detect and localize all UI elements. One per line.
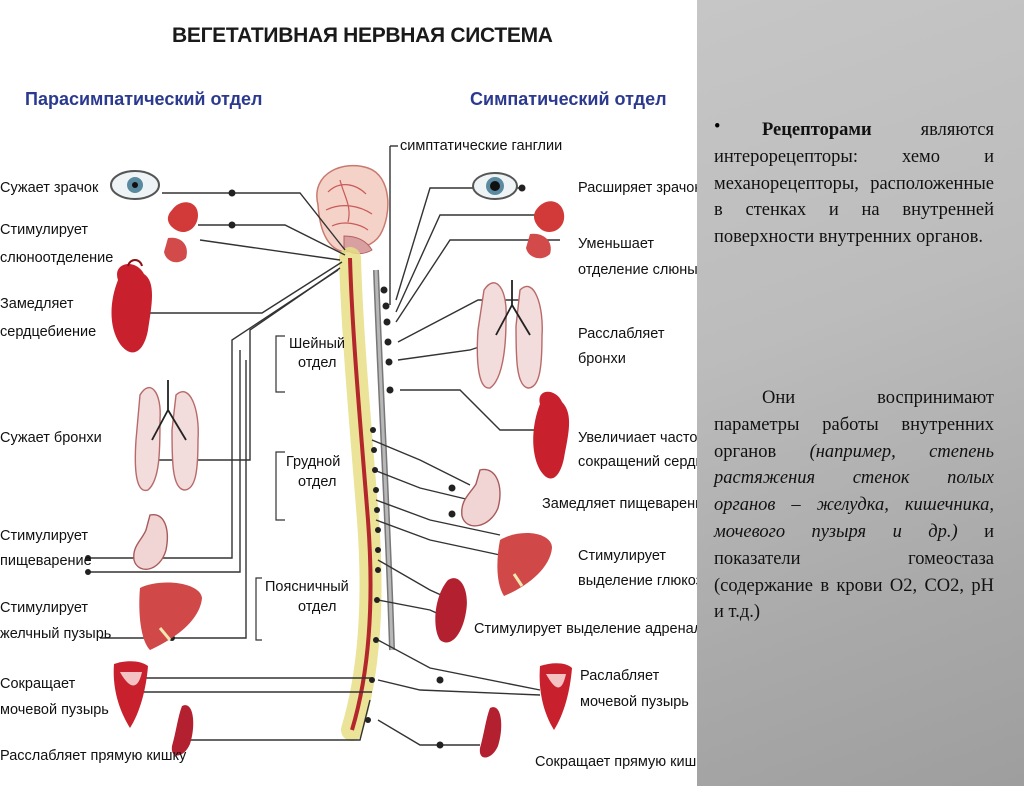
parasympathetic-header: Парасимпатический отдел: [25, 89, 262, 109]
left-liver-icon: [139, 582, 202, 650]
svg-text:Уменьшает: Уменьшает: [578, 236, 654, 252]
left-label-rectum: Расслабляет прямую кишку: [0, 748, 187, 764]
left-eye-icon: [110, 170, 160, 200]
thoracic-label-2: отдел: [298, 474, 336, 490]
right-lungs-icon: [476, 280, 543, 389]
right-label-digestion: Замедляет пищеварение: [542, 496, 697, 512]
sympathetic-labels: Расширяет зрачок Уменьшает отделение слю…: [474, 180, 697, 770]
left-label-salivation-2: слюноотделение: [0, 250, 113, 266]
thoracic-label-1: Грудной: [286, 454, 340, 470]
left-heart-icon: [111, 259, 152, 353]
paragraph-perception: Они воспринимают параметры работы внутре…: [714, 385, 994, 626]
left-lungs-icon: [134, 380, 199, 492]
left-label-gallbladder-2: желчный пузырь: [0, 626, 111, 642]
right-label-saliva-1: Уменьшает: [578, 236, 654, 252]
right-rectum-icon: [479, 707, 502, 758]
perception-start: Они воспринимают параметры работы внутре…: [714, 388, 994, 462]
receptors-term: Рецепторами: [762, 120, 872, 140]
svg-text:Расширяет зрачок: Расширяет зрачок: [578, 180, 697, 196]
perception-end: и показатели гомеостаза (содержание в кр…: [714, 521, 994, 623]
perception-example: (например, степень растяжения стенок пол…: [714, 441, 995, 542]
diagram-title: ВЕГЕТАТИВНАЯ НЕРВНАЯ СИСТЕМА: [172, 24, 553, 47]
right-label-glucose-1: Стимулирует: [578, 548, 666, 564]
right-label-rectum: Сокращает прямую кишку: [535, 754, 697, 770]
right-label-pupil: Расширяет зрачок: [578, 180, 697, 196]
autonomic-nervous-system-diagram: ВЕГЕТАТИВНАЯ НЕРВНАЯ СИСТЕМА Парасимпати…: [0, 0, 697, 786]
left-label-bronchi: Сужает бронхи: [0, 430, 102, 446]
svg-text:бронхи: бронхи: [578, 351, 626, 367]
right-label-bronchi-1: Расслабляет: [578, 326, 665, 342]
svg-text:Раслабляет: Раслабляет: [580, 668, 660, 684]
right-salivary-gland-icon: [526, 201, 565, 259]
right-stomach-icon: [461, 468, 501, 527]
left-label-pupil: Сужает зрачок: [0, 180, 99, 196]
left-label-salivation-1: Стимулирует: [0, 222, 88, 238]
right-label-bronchi-2: бронхи: [578, 351, 626, 367]
right-label-glucose-2: выделение глюкозы: [578, 573, 697, 589]
svg-text:Стимулирует выделение адренали: Стимулирует выделение адреналина: [474, 621, 697, 637]
svg-text:Замедляет пищеварение: Замедляет пищеварение: [542, 496, 697, 512]
right-heart-icon: [533, 391, 570, 479]
cervical-label-1: Шейный: [289, 336, 345, 352]
right-bladder-icon: [539, 663, 572, 730]
svg-text:Расслабляет: Расслабляет: [578, 326, 665, 342]
left-stomach-icon: [133, 514, 168, 570]
sympathetic-header: Симпатический отдел: [470, 89, 667, 109]
svg-text:мочевой пузырь: мочевой пузырь: [580, 694, 689, 710]
svg-text:мочевой пузырь: мочевой пузырь: [0, 702, 109, 718]
left-label-bladder-1: Сокращает: [0, 676, 76, 692]
brain-icon: [316, 164, 389, 255]
svg-text:Сокращает прямую кишку: Сокращает прямую кишку: [535, 754, 697, 770]
svg-text:слюноотделение: слюноотделение: [0, 250, 113, 266]
svg-text:Стимулирует: Стимулирует: [0, 600, 88, 616]
paragraph-receptors: Рецепторами являются интерорецепторы: хе…: [714, 117, 994, 251]
svg-text:Стимулирует: Стимулирует: [0, 528, 88, 544]
right-label-bladder-2: мочевой пузырь: [580, 694, 689, 710]
svg-text:Стимулирует: Стимулирует: [0, 222, 88, 238]
right-label-saliva-2: отделение слюны: [578, 262, 697, 278]
bullet-marker: •: [714, 117, 721, 137]
text-panel: [697, 0, 1024, 786]
svg-text:Увеличиает частоту: Увеличиает частоту: [578, 430, 697, 446]
right-label-heart-2: сокращений сердца: [578, 454, 697, 470]
left-bladder-icon: [113, 661, 148, 728]
left-label-bladder-2: мочевой пузырь: [0, 702, 109, 718]
svg-text:Замедляет: Замедляет: [0, 296, 74, 312]
right-eye-icon: [472, 172, 518, 200]
svg-text:отделение слюны: отделение слюны: [578, 262, 697, 278]
left-rectum-icon: [171, 705, 194, 756]
parasympathetic-labels: Сужает зрачок Стимулирует слюноотделение…: [0, 180, 187, 764]
left-salivary-gland-icon: [164, 202, 198, 263]
left-label-digestion-1: Стимулирует: [0, 528, 88, 544]
spine: [339, 247, 395, 741]
svg-text:Расслабляет прямую кишку: Расслабляет прямую кишку: [0, 748, 187, 764]
svg-text:выделение глюкозы: выделение глюкозы: [578, 573, 697, 589]
left-label-digestion-2: пищеварение: [0, 553, 92, 569]
sympathetic-nerves: [371, 187, 560, 746]
ganglia-label: симптатические ганглии: [400, 138, 562, 154]
svg-text:желчный пузырь: желчный пузырь: [0, 626, 111, 642]
lumbar-label-2: отдел: [298, 599, 336, 615]
diagram-canvas: ВЕГЕТАТИВНАЯ НЕРВНАЯ СИСТЕМА Парасимпати…: [0, 24, 697, 770]
left-label-heart-2: сердцебиение: [0, 324, 96, 340]
svg-text:сердцебиение: сердцебиение: [0, 324, 96, 340]
cervical-label-2: отдел: [298, 355, 336, 371]
svg-text:Сужает бронхи: Сужает бронхи: [0, 430, 102, 446]
svg-text:пищеварение: пищеварение: [0, 553, 92, 569]
right-liver-icon: [497, 533, 552, 596]
parasympathetic-nerves: [88, 192, 372, 741]
svg-text:сокращений сердца: сокращений сердца: [578, 454, 697, 470]
lumbar-label-1: Поясничный: [265, 579, 349, 595]
left-label-gallbladder-1: Стимулирует: [0, 600, 88, 616]
svg-text:Сокращает: Сокращает: [0, 676, 76, 692]
right-label-heart-1: Увеличиает частоту: [578, 430, 697, 446]
right-label-adrenaline: Стимулирует выделение адреналина: [474, 621, 697, 637]
svg-text:Стимулирует: Стимулирует: [578, 548, 666, 564]
right-label-bladder-1: Раслабляет: [580, 668, 660, 684]
svg-text:Сужает зрачок: Сужает зрачок: [0, 180, 99, 196]
left-label-heart-1: Замедляет: [0, 296, 74, 312]
receptors-definition: являются интерорецепторы: хемо и механор…: [714, 120, 994, 248]
right-adrenal-kidney-icon: [435, 578, 467, 643]
